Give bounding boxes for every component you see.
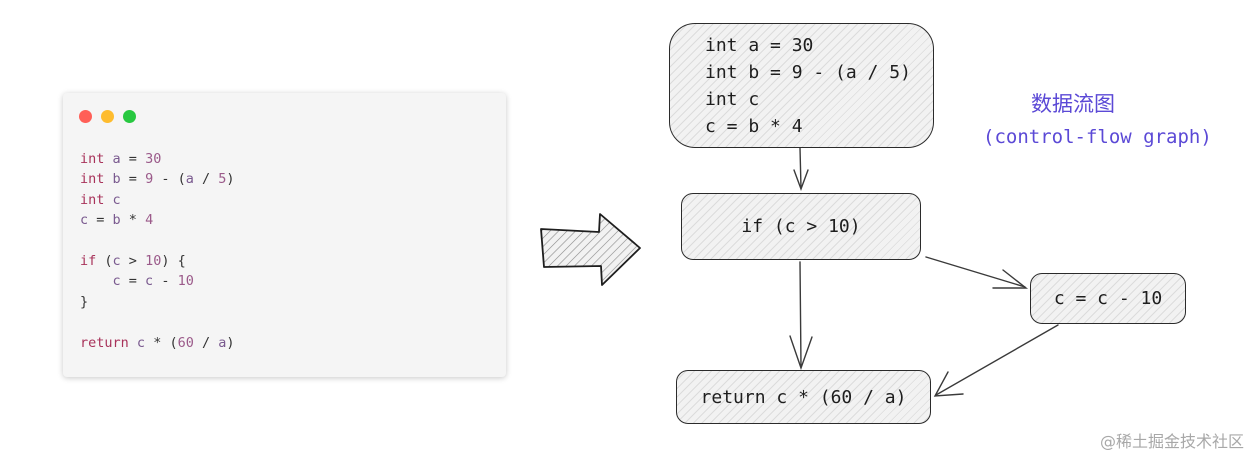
code-line: c = b * 4 <box>80 210 235 230</box>
minimize-dot[interactable] <box>101 110 114 123</box>
close-dot[interactable] <box>79 110 92 123</box>
diagram-title-zh: 数据流图 <box>1031 92 1115 116</box>
transform-arrow-icon <box>540 213 641 286</box>
code-token: 10 <box>145 252 162 269</box>
code-token: ( <box>96 252 113 269</box>
code-token: = <box>120 273 146 290</box>
diagram-title-en: (control-flow graph) <box>983 126 1212 148</box>
code-line: return c * (60 / a) <box>80 333 235 353</box>
code-token: 9 <box>145 171 154 188</box>
edge-assign-to-return <box>933 324 1059 397</box>
init-line: int b = 9 - (a / 5) <box>705 62 911 83</box>
code-token: return <box>80 334 129 351</box>
code-token: c <box>80 212 89 229</box>
code-token: 5 <box>218 171 227 188</box>
code-token: int <box>80 171 105 188</box>
assignment-label: c = c - 10 <box>1053 288 1163 309</box>
node-assignment: c = c - 10 <box>1030 273 1186 324</box>
code-token: a <box>218 334 227 351</box>
code-token: int <box>80 191 105 208</box>
code-token: * <box>120 212 146 229</box>
code-token: ) <box>226 171 235 188</box>
code-line: c = c - 10 <box>80 271 235 291</box>
code-token: c <box>112 252 121 269</box>
edge-if-to-return <box>789 261 813 371</box>
code-token: a <box>185 171 194 188</box>
init-line: int c <box>705 89 760 110</box>
code-token: b <box>112 171 121 188</box>
code-token: int <box>80 151 105 167</box>
code-token: a <box>112 151 121 167</box>
init-line: int a = 30 <box>705 35 814 56</box>
code-token: c <box>145 273 154 290</box>
return-label: return c * (60 / a) <box>700 386 907 408</box>
code-token: c <box>112 273 121 290</box>
code-token: - <box>153 273 178 290</box>
code-token: - ( <box>153 171 186 188</box>
code-token: } <box>80 293 89 310</box>
maximize-dot[interactable] <box>123 110 136 123</box>
code-line: } <box>80 292 235 312</box>
code-token: b <box>112 212 121 229</box>
code-line: int c <box>80 190 235 210</box>
node-return: return c * (60 / a) <box>676 370 931 424</box>
code-token: ) <box>226 334 235 351</box>
window-controls <box>79 110 136 123</box>
code-line: int a = 30 <box>80 149 235 169</box>
node-if-condition: if (c > 10) <box>681 193 921 260</box>
code-token: 60 <box>177 334 194 351</box>
watermark: @稀土掘金技术社区 <box>1099 432 1244 451</box>
code-token: if <box>80 252 97 269</box>
code-token: = <box>88 212 113 229</box>
code-token: = <box>120 171 146 188</box>
code-token: / <box>193 334 219 351</box>
code-token: / <box>193 171 219 188</box>
code-token: c <box>136 334 146 351</box>
code-token: ) { <box>161 252 186 269</box>
code-token: * ( <box>145 334 178 351</box>
code-token: c <box>112 191 121 208</box>
code-line: if (c > 10) { <box>80 251 235 271</box>
code-token: 30 <box>145 151 162 167</box>
node-initialization: int a = 30 int b = 9 - (a / 5) int c c =… <box>669 23 934 148</box>
code-token: 10 <box>177 273 194 290</box>
code-token: > <box>120 252 146 269</box>
code-token: = <box>120 151 146 167</box>
edge-init-to-if <box>793 147 809 192</box>
edge-if-to-assign <box>925 256 1029 289</box>
if-condition-label: if (c > 10) <box>741 216 861 237</box>
init-line: c = b * 4 <box>705 116 803 137</box>
code-line: int b = 9 - (a / 5) <box>80 169 235 189</box>
code-token: 4 <box>145 212 154 229</box>
